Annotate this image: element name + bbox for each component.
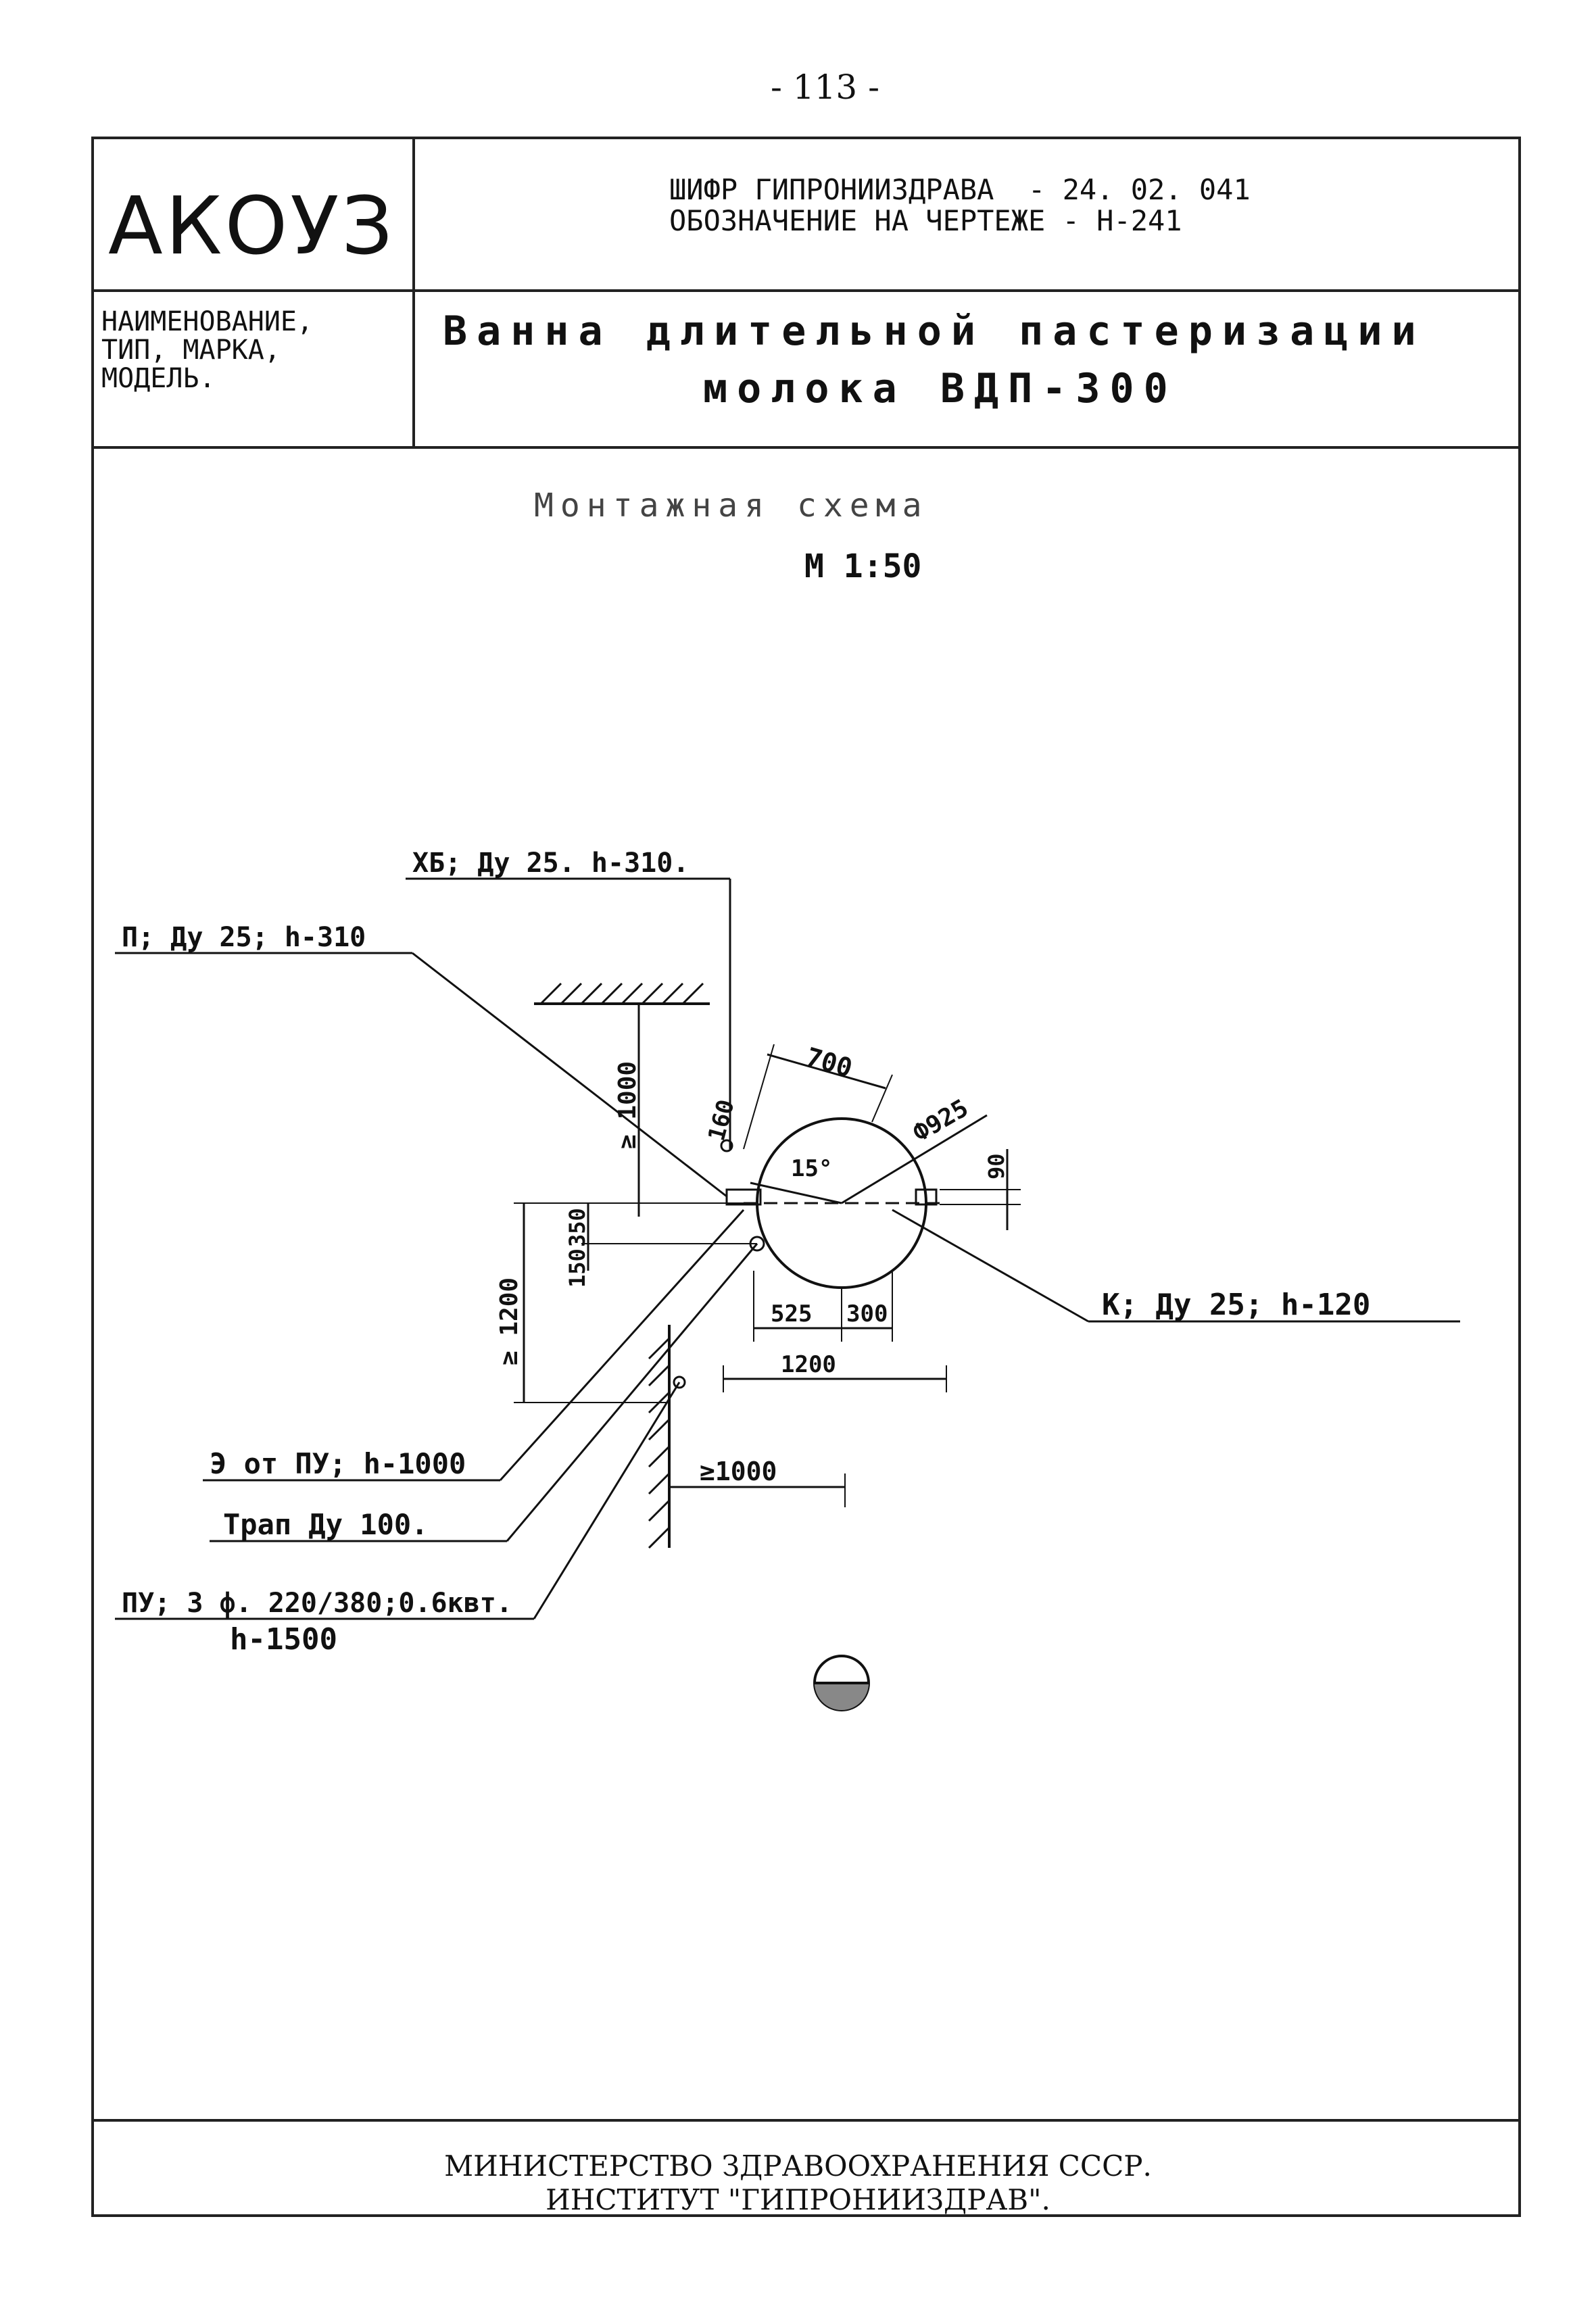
drawing-frame [91,137,1521,2217]
label-condensate: К; Ду 25; h-120 [1102,1288,1370,1322]
panel-point [673,1375,686,1389]
floor-drain-fill [815,1683,869,1710]
axis-ray-2 [841,1114,988,1204]
label-steam: П; Ду 25; h-310 [122,922,366,953]
name-label: НАИМЕНОВАНИЕ, ТИП, МАРКА, МОДЕЛЬ. [101,306,314,394]
dim-700-line [767,1053,886,1090]
stamp-column-divider [412,137,415,446]
nozzle-left [725,1188,762,1206]
dim-1000v: ≥ 1000 [614,1061,642,1149]
designation-label: ОБОЗНАЧЕНИЕ НА ЧЕРТЕЖЕ [669,204,1046,237]
drawing-caption: Монтажная схема [534,487,929,525]
axis-ray-1 [750,1181,842,1204]
dim-925: Ф925 [909,1094,973,1148]
stamp-divider-1 [91,289,1521,292]
leader-condensate [892,1209,1089,1323]
dim-150: 150 [564,1248,590,1288]
dim-90: 90 [984,1153,1009,1179]
dim-1200h: 1200 [781,1351,836,1378]
title-line-1: Ванна длительной пастеризации [443,308,1426,355]
label-panel: ПУ; 3 ф. 220/380;0.6квт. [122,1588,512,1619]
label-drain: Трап Ду 100. [223,1508,428,1541]
page-number: - 113 - [771,68,880,107]
dim-525: 525 [771,1300,812,1327]
nozzle-right [915,1188,938,1206]
dim-350: 350 [564,1208,590,1247]
title-line-2: молока ВДП-300 [703,365,1178,412]
designation-value: - Н-241 [1062,204,1182,237]
dim-1200v: ≥ 1200 [495,1277,523,1365]
cipher-block: ШИФР ГИПРОНИИЗДРАВА - 24. 02. 041 ОБОЗНА… [669,174,1251,237]
drawing-scale: М 1:50 [804,547,922,585]
dim-300: 300 [846,1300,888,1327]
steam-point [720,1139,733,1152]
org-logo: АКОУЗ [108,179,395,272]
dim-700: 700 [803,1042,856,1083]
footer-line-1: МИНИСТЕРСТВО ЗДРАВООХРАНЕНИЯ СССР. [444,2149,1152,2183]
footer-line-2: ИНСТИТУТ "ГИПРОНИИЗДРАВ". [546,2183,1050,2216]
cipher-label: ШИФР ГИПРОНИИЗДРАВА [669,173,994,206]
footer-divider [91,2119,1521,2122]
wall-top-hatch [539,982,704,1005]
label-electric: Э от ПУ; h-1000 [210,1447,466,1480]
dim-160: 160 [703,1097,740,1144]
cipher-value: - 24. 02. 041 [1028,173,1251,206]
dim-1000h: ≥1000 [700,1457,777,1486]
label-cold-water: ХБ; Ду 25. h-310. [412,848,689,879]
dim-15: 15° [791,1155,832,1182]
label-panel-height: h-1500 [230,1622,337,1657]
stamp-divider-2 [91,446,1521,449]
